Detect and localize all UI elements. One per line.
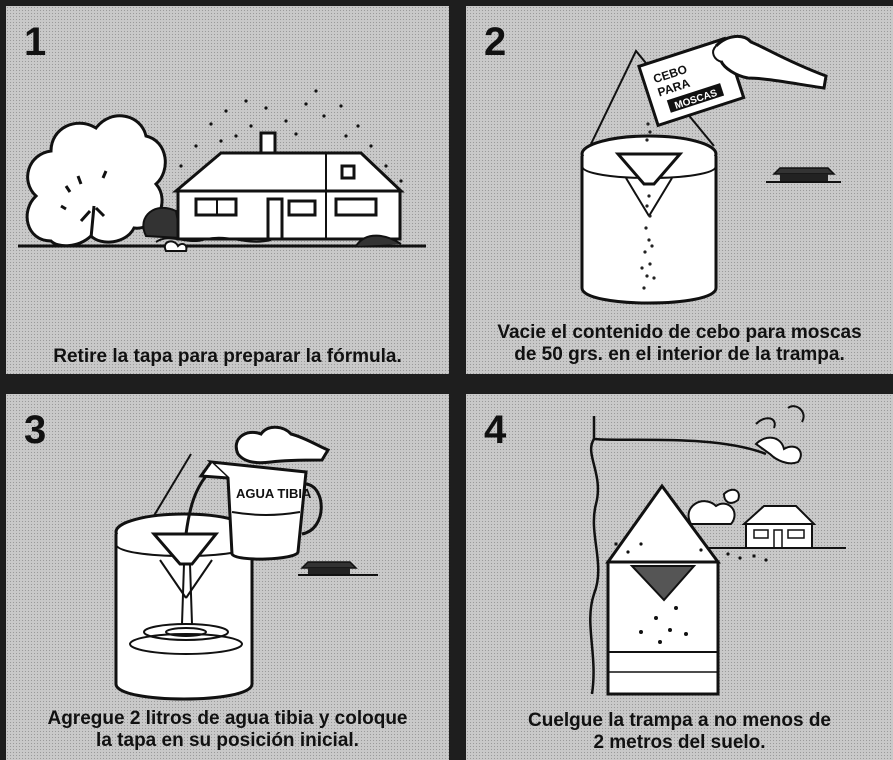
step-4-caption-line-1: Cuelgue la trampa a no menos de <box>527 710 832 731</box>
step-3-panel: 3 AGUA TIBIA <box>6 394 449 760</box>
step-1-caption-line-1: Retire la tapa para preparar la fórmula. <box>53 346 402 367</box>
pouring-water-illustration: AGUA TIBIA <box>114 425 378 701</box>
step-4-number: 4 <box>484 408 507 452</box>
step-3-number: 3 <box>24 408 47 452</box>
hanging-trap-illustration <box>589 405 846 696</box>
step-2-caption-line-2: de 50 grs. en el interior de la trampa. <box>514 344 845 365</box>
step-2-caption: Vacie el contenido de cebo para moscas d… <box>466 322 893 366</box>
step-2-caption-line-1: Vacie el contenido de cebo para moscas <box>497 322 862 343</box>
step-2-panel: 2 CEBO PARA <box>466 6 893 374</box>
step-4-panel: 4 <box>466 394 893 760</box>
step-3-caption: Agregue 2 litros de agua tibia y coloque… <box>6 708 449 752</box>
step-4-caption-line-2: 2 metros del suelo. <box>593 732 766 753</box>
step-3-caption-line-1: Agregue 2 litros de agua tibia y coloque <box>47 708 408 729</box>
pitcher-label: AGUA TIBIA <box>236 486 312 501</box>
step-3-caption-line-2: la tapa en su posición inicial. <box>96 730 359 751</box>
house-with-tree-illustration <box>18 89 426 252</box>
step-2-number: 2 <box>484 20 507 64</box>
step-4-caption: Cuelgue la trampa a no menos de 2 metros… <box>466 710 893 754</box>
step-1-caption: Retire la tapa para preparar la fórmula. <box>6 346 449 368</box>
pouring-bait-illustration: CEBO PARA MOSCAS <box>580 35 841 305</box>
step-1-panel: 1 <box>6 6 449 374</box>
step-1-number: 1 <box>24 20 47 64</box>
